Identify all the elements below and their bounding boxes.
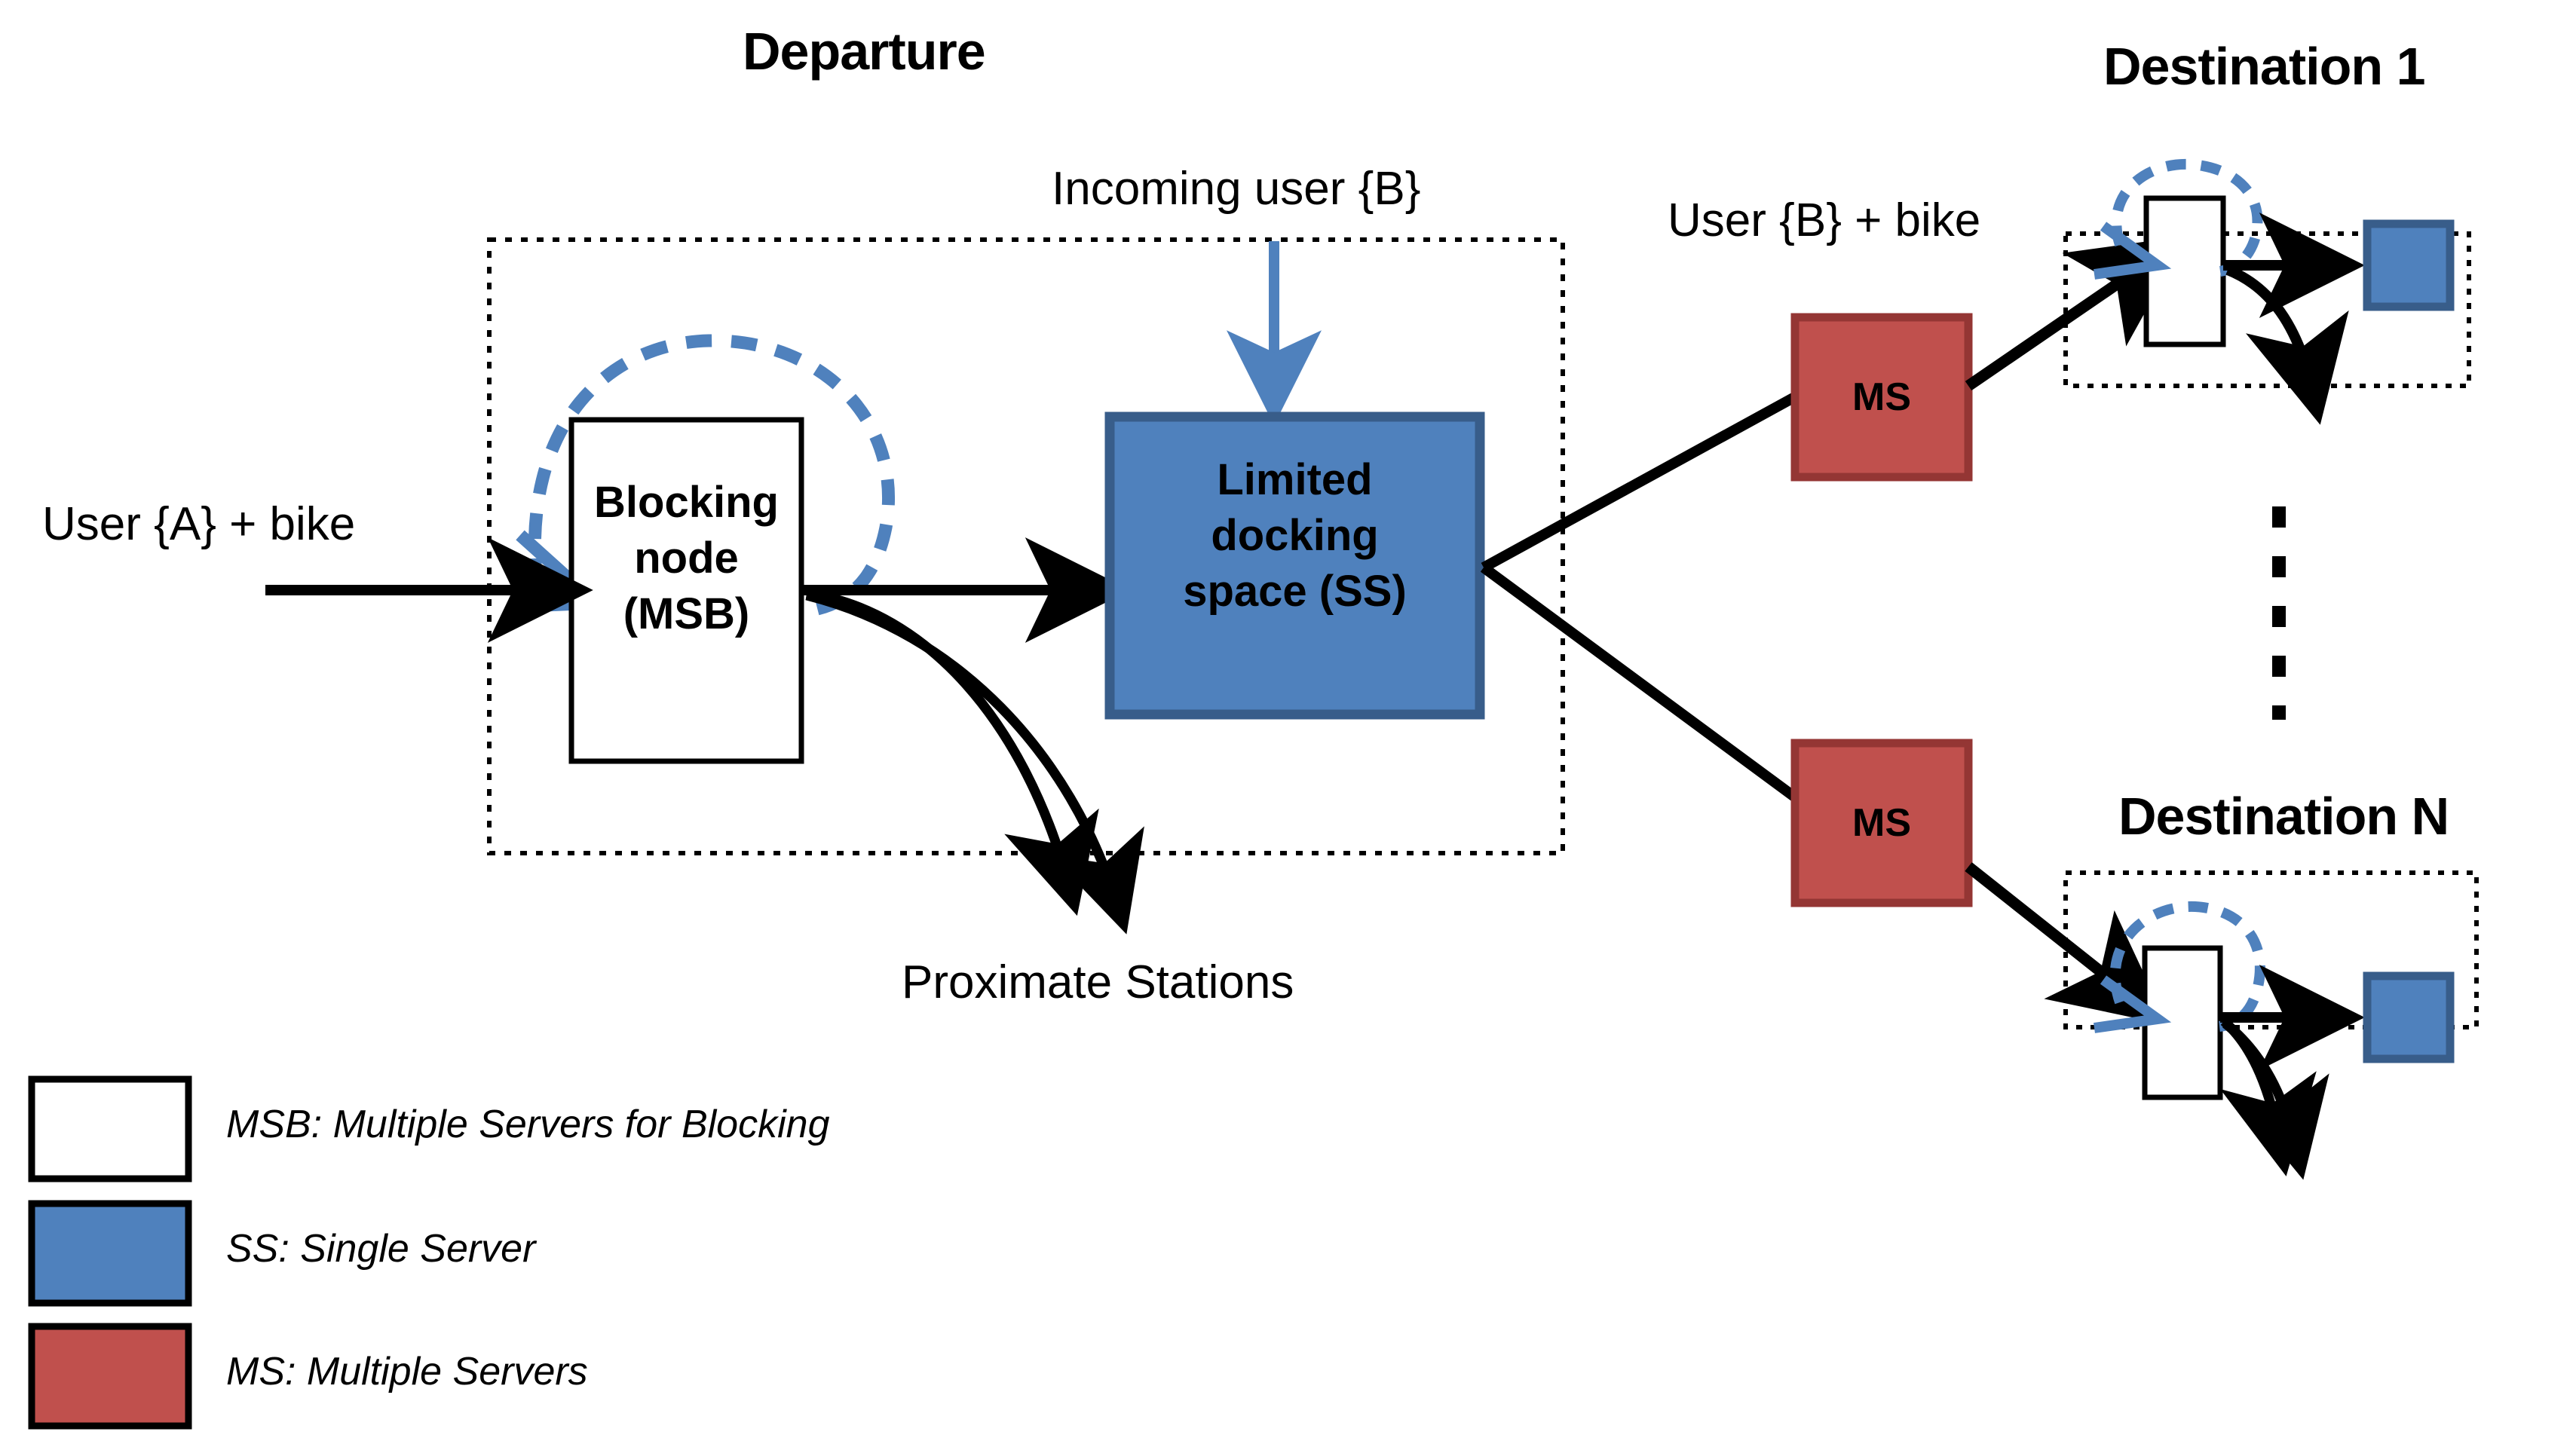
destination-1-outflow-arrow [2225,265,2349,425]
legend-ms-text: MS: Multiple Servers [226,1350,588,1393]
departure-container [487,237,1565,855]
destination-1-ss-box [2363,219,2455,311]
destination-n-outflow-arrow-2 [2222,1019,2329,1180]
ms-top-label: MS [1852,375,1911,419]
proximate-stations-label: Proximate Stations [902,956,1294,1008]
user-b-label: User {B} + bike [1668,194,1981,246]
blocking-node-line-3: (MSB) [623,589,750,639]
legend-label-ss: SS: Single Server [226,1226,535,1271]
departure-title: Departure [743,22,986,81]
destination-n-container [2063,870,2479,1029]
blocking-node-loop-path [528,334,896,619]
docking-line-3: space (SS) [1183,567,1407,616]
proximate-stations-arrow-2 [805,590,1144,935]
limited-docking-space-label-group: Limited docking space (SS) [1110,452,1480,620]
destination-n-title: Destination N [2118,787,2449,846]
ss-to-ms-bottom-line [1480,563,1801,803]
blocking-node-line-1: Blocking [594,478,779,527]
limited-docking-space-box [1104,411,1485,720]
legend-label-ms: MS: Multiple Servers [226,1349,588,1394]
ms-bottom-box [1790,739,1973,907]
legend-swatch-msb [28,1075,192,1182]
destination-n-loop-path [2109,901,2265,1032]
legend-label-msb: MSB: Multiple Servers for Blocking [226,1102,830,1147]
destination-n-ss-box [2363,971,2455,1063]
legend-ss-text: SS: Single Server [226,1227,536,1271]
docking-line-1: Limited [1217,455,1373,504]
legend-msb-text: MSB: Multiple Servers for Blocking [226,1103,830,1146]
incoming-user-b-label: Incoming user {B} [1052,163,1421,215]
destination-1-msb-box [2143,195,2226,347]
destination-n-loop-arrowhead [2094,975,2172,1033]
legend-swatch-ms [28,1323,192,1430]
user-a-label: User {A} + bike [42,498,356,550]
ss-to-ms-top-line [1481,390,1800,573]
ms-bottom-label: MS [1852,801,1911,845]
destination-1-loop-arrowhead [2094,222,2172,280]
blocking-node-line-2: node [634,534,739,583]
ms-top-box [1790,313,1973,482]
docking-line-2: docking [1211,511,1379,561]
blocking-node-label-group: Blocking node (MSB) [571,475,801,643]
legend-swatch-ss [28,1200,192,1307]
destination-1-title: Destination 1 [2103,37,2426,96]
ms-top-to-destination1-line [1965,235,2188,391]
